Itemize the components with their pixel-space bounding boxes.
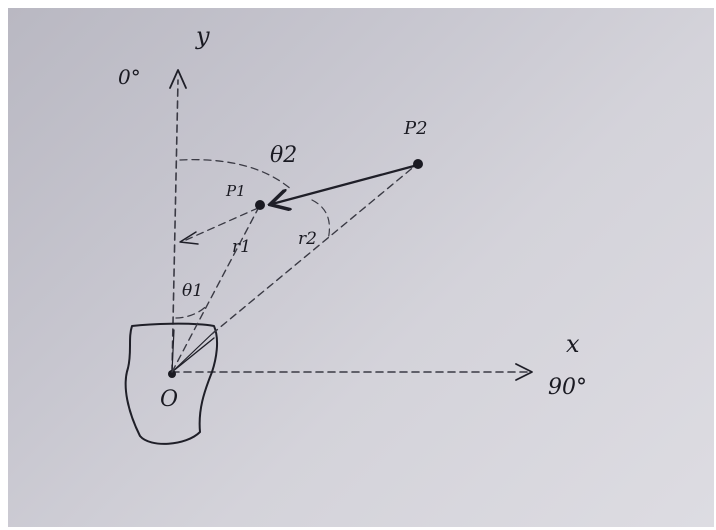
- zero-degree-label: 0°: [118, 65, 141, 89]
- theta2-arc: [179, 159, 293, 191]
- p2-point: [413, 159, 423, 169]
- r1-line: [171, 204, 261, 373]
- x-axis-arrow-icon: [515, 363, 533, 381]
- p1-direction-line: [185, 207, 259, 241]
- p1-direction-arrow-icon: [179, 231, 199, 245]
- theta1-label: θ1: [182, 281, 203, 301]
- base-line-upper: [171, 337, 215, 373]
- r2-arc: [311, 199, 331, 241]
- r2-line: [211, 164, 417, 335]
- paper-sheet: y 0° x 90° O P1 P2 r1 r2 θ1 θ2: [8, 8, 714, 527]
- p1-label: P1: [225, 182, 246, 200]
- p2-label: P2: [403, 118, 428, 139]
- y-axis-line: [171, 79, 179, 373]
- x-axis-label: x: [566, 330, 580, 358]
- origin-point: [168, 370, 176, 378]
- robot-base-outline: [124, 322, 219, 445]
- origin-label: O: [160, 387, 178, 412]
- y-axis-label: y: [195, 22, 210, 50]
- y-axis-arrow-icon: [169, 69, 187, 89]
- r2-label: r2: [298, 229, 317, 249]
- theta2-label: θ2: [270, 143, 297, 168]
- p2-to-p1-arrow: [272, 164, 416, 204]
- p1-point: [255, 200, 265, 210]
- base-line-upper-2: [171, 329, 217, 373]
- r1-label: r1: [232, 237, 251, 257]
- theta1-arc: [175, 303, 209, 319]
- ninety-degree-label: 90°: [548, 375, 587, 400]
- base-line-vertical: [171, 329, 175, 373]
- sketch-diagram: y 0° x 90° O P1 P2 r1 r2 θ1 θ2: [118, 22, 587, 445]
